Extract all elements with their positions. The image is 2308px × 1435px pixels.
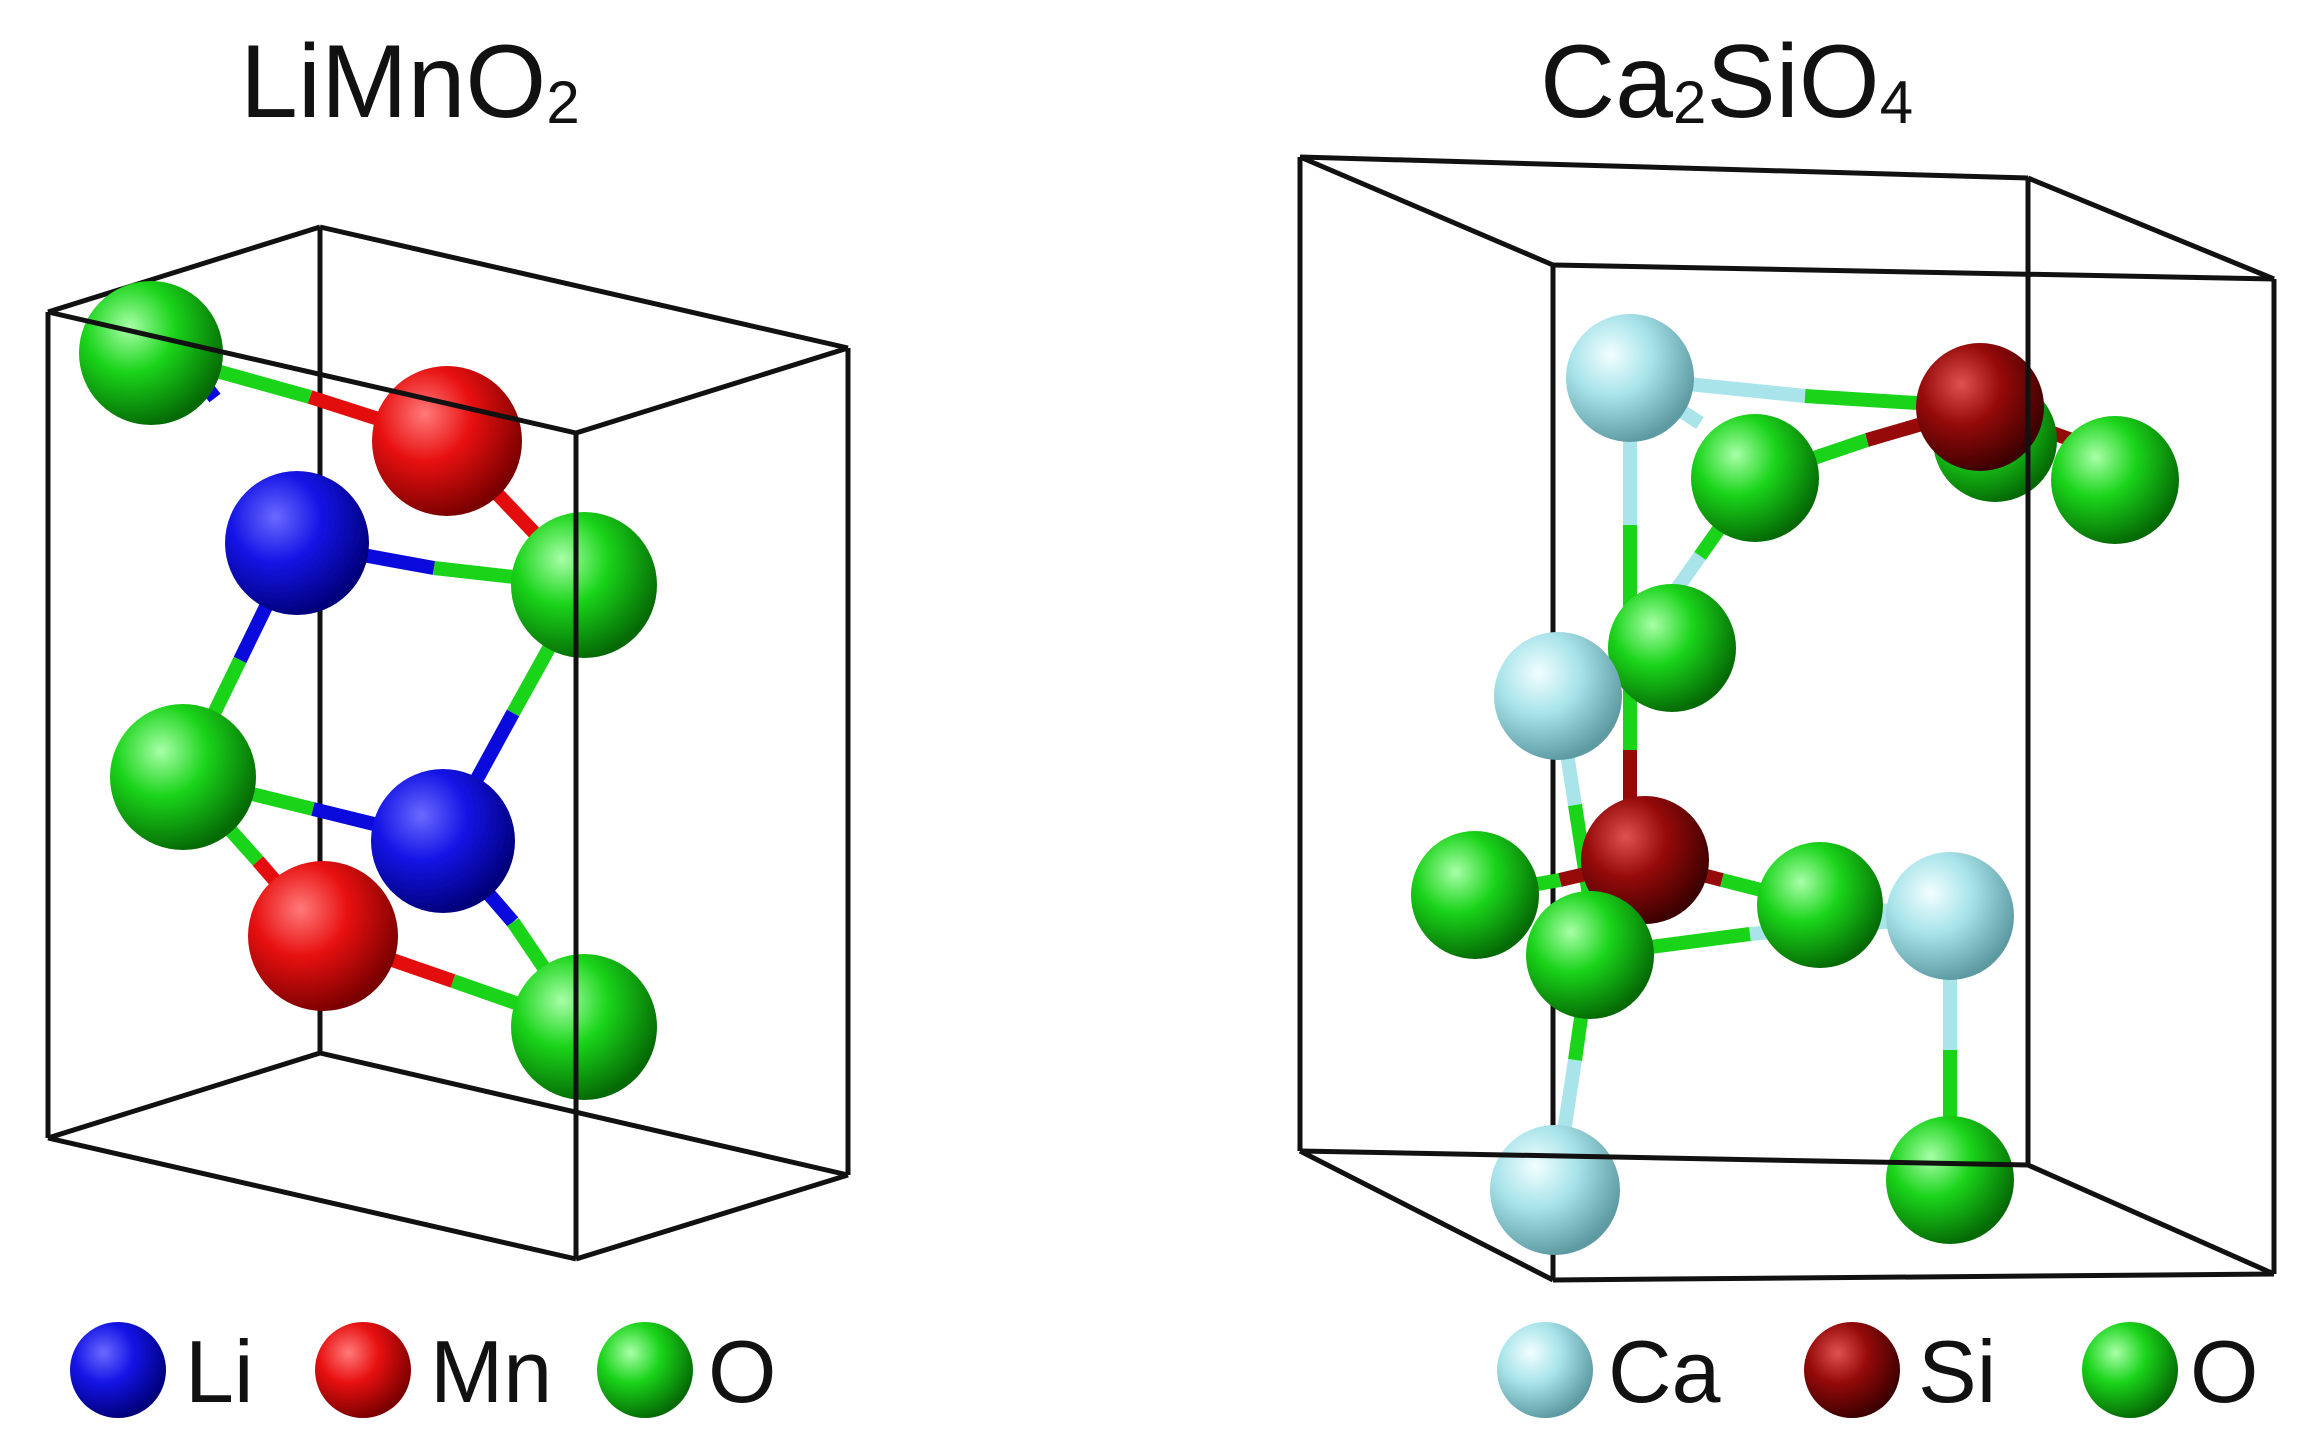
legend-item-ca: Ca xyxy=(1497,1322,1721,1421)
legend-item-si: Si xyxy=(1804,1322,1996,1421)
ca2sio4-unit-cell-back xyxy=(1298,154,2275,1283)
legend-label-si: Si xyxy=(1918,1322,1996,1421)
lithium-atom xyxy=(225,471,369,615)
legend-label-mn: Mn xyxy=(430,1322,552,1421)
ca2sio4-title: Ca2SiO4 xyxy=(1540,24,1914,140)
legend-swatch-si xyxy=(1804,1322,1900,1418)
calcium-atom xyxy=(1566,314,1694,442)
calcium-atom xyxy=(1886,852,2014,980)
limno2-structure xyxy=(45,224,851,1262)
legend-swatch-o xyxy=(597,1322,693,1418)
oxygen-atom xyxy=(511,512,657,658)
legend-label-li: Li xyxy=(185,1322,254,1421)
calcium-atom xyxy=(1490,1125,1620,1255)
legend-label-o: O xyxy=(2190,1322,2258,1421)
lithium-atom xyxy=(371,769,515,913)
limno2-unit-cell-front xyxy=(45,309,851,1262)
manganese-atom xyxy=(248,861,398,1011)
oxygen-atom xyxy=(110,704,256,850)
legend-swatch-mn xyxy=(315,1322,411,1418)
oxygen-atom xyxy=(1608,584,1736,712)
calcium-atom xyxy=(1494,632,1622,760)
oxygen-atom xyxy=(2051,416,2179,544)
legend-item-o: O xyxy=(2082,1322,2258,1421)
manganese-atom xyxy=(372,366,522,516)
legend-swatch-o xyxy=(2082,1322,2178,1418)
ca2sio4-atoms xyxy=(1411,314,2179,1255)
legend-swatch-li xyxy=(70,1322,166,1418)
legend-item-li: Li xyxy=(70,1322,254,1421)
oxygen-atom xyxy=(511,954,657,1100)
oxygen-atom xyxy=(1411,831,1539,959)
silicon-atom xyxy=(1581,796,1709,924)
oxygen-atom xyxy=(1757,842,1883,968)
legend-item-mn: Mn xyxy=(315,1322,552,1421)
legend-label-o: O xyxy=(708,1322,776,1421)
oxygen-atom xyxy=(1691,414,1819,542)
limno2-title: LiMnO2 xyxy=(240,24,580,140)
limno2-legend: Li Mn O xyxy=(70,1322,776,1421)
legend-item-o: O xyxy=(597,1322,776,1421)
oxygen-atom xyxy=(1886,1116,2014,1244)
limno2-atoms xyxy=(79,281,657,1100)
ca2sio4-unit-cell-front xyxy=(1297,154,2277,1277)
ca2sio4-structure xyxy=(1297,154,2277,1283)
oxygen-atom xyxy=(1526,891,1654,1019)
legend-label-ca: Ca xyxy=(1608,1322,1721,1421)
legend-swatch-ca xyxy=(1497,1322,1593,1418)
silicon-atom xyxy=(1916,343,2044,471)
oxygen-atom xyxy=(79,281,223,425)
ca2sio4-legend: Ca Si O xyxy=(1497,1322,2258,1421)
